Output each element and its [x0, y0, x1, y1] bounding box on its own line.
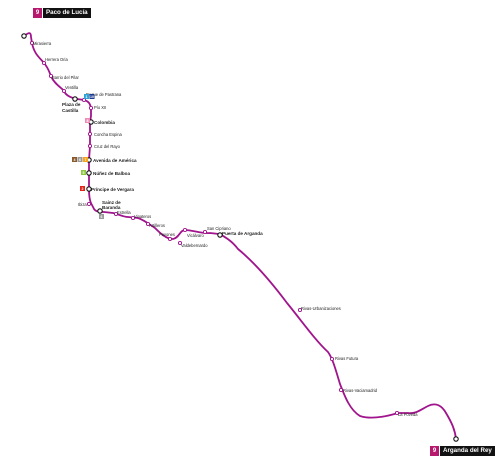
connection-badge-plaza-de-castilla-line-10: 10 [89, 94, 95, 99]
station-marker-valdebernardo[interactable] [177, 240, 183, 246]
line-9-badge: 9 [430, 445, 439, 456]
station-label-vicalvaro: Vicálvaro [187, 233, 204, 238]
station-label-sainz-de-baranda-2: Baranda [102, 205, 121, 210]
terminal-north-name: Paco de Lucía [43, 7, 91, 18]
station-label-pio-xii: Pío XII [94, 105, 106, 110]
connection-badge-nunez-de-balboa-line-5: 5 [81, 170, 86, 175]
svg-text:8: 8 [87, 119, 89, 123]
terminal-label-south[interactable]: 9 Arganda del Rey [430, 445, 495, 456]
station-marker-nunez-de-balboa[interactable] [86, 170, 92, 176]
svg-text:4: 4 [74, 158, 76, 162]
station-label-artilleros: Artilleros [149, 223, 165, 228]
svg-text:10: 10 [90, 95, 94, 99]
svg-text:6: 6 [101, 215, 103, 219]
station-marker-sainz-de-baranda[interactable] [97, 208, 103, 214]
station-label-avenida-de-america: Avenida de América [93, 158, 137, 163]
station-label-herrera-oria: Herrera Oria [45, 57, 68, 62]
station-label-rivas-vaciamadrid: Rivas-Vaciamadrid [343, 388, 378, 393]
station-label-plaza-de-castilla-2: Castilla [62, 108, 79, 113]
station-marker-principe-de-vergara[interactable] [86, 186, 92, 192]
station-marker-barrio-del-pilar[interactable] [48, 73, 54, 79]
station-marker-concha-espina[interactable] [87, 131, 93, 137]
connection-badge-principe-de-vergara-line-2: 2 [80, 186, 85, 191]
station-marker-pavones[interactable] [167, 236, 173, 242]
station-marker-herrera-oria[interactable] [41, 60, 47, 66]
station-label-estrella: Estrella [117, 210, 131, 215]
station-label-ventilla: Ventilla [65, 85, 79, 90]
station-marker-ventilla[interactable] [61, 88, 67, 94]
connection-badge-avenida-de-america-line-7: 7 [83, 157, 88, 162]
station-marker-ibiza[interactable] [86, 201, 92, 207]
station-label-pavones: Pavones [159, 232, 175, 237]
station-marker-vicalvaro[interactable] [182, 227, 188, 233]
connection-badge-colombia-line-8: 8 [85, 118, 90, 123]
station-label-cruz-del-rayo: Cruz del Rayo [94, 144, 121, 149]
connection-badge-plaza-de-castilla-line-1: 1 [84, 94, 89, 99]
station-label-plaza-de-castilla-1: Plaza de [62, 102, 81, 107]
station-label-ibiza: Ibiza [78, 202, 87, 207]
station-label-rivas-futura: Rivas Futura [335, 356, 359, 361]
station-marker-san-cipriano[interactable] [202, 229, 208, 235]
station-label-concha-espina: Concha Espina [94, 132, 122, 137]
station-marker-artilleros[interactable] [145, 221, 151, 227]
station-label-mirasierra: Mirasierra [33, 41, 52, 46]
station-label-puerta-de-arganda: Puerta de Arganda [222, 231, 263, 236]
station-label-colombia: Colombia [94, 120, 115, 125]
terminal-label-north[interactable]: 9 Paco de Lucía [33, 7, 91, 18]
terminal-south-name: Arganda del Rey [440, 445, 495, 456]
connection-badge-sainz-de-baranda-line-6: 6 [99, 214, 104, 219]
station-label-sainz-de-baranda-1: Sainz de [102, 200, 121, 205]
station-marker-estrella[interactable] [113, 211, 119, 217]
station-marker-vinateros[interactable] [130, 215, 136, 221]
svg-text:2: 2 [82, 187, 84, 191]
station-label-rivas-urbanizaciones: Rivas-Urbanizaciones [301, 306, 341, 311]
station-label-principe-de-vergara: Príncipe de Vergara [91, 187, 134, 192]
svg-text:5: 5 [83, 171, 85, 175]
station-marker-cruz-del-rayo[interactable] [87, 143, 93, 149]
connection-badge-avenida-de-america-line-4: 4 [72, 157, 77, 162]
connection-badge-avenida-de-america-line-6: 6 [77, 157, 83, 162]
station-marker-puerta-de-arganda[interactable] [217, 232, 223, 238]
station-marker-paco-de-lucia[interactable] [21, 33, 27, 39]
station-marker-la-poveda[interactable] [394, 410, 400, 416]
station-label-duque-de-pastrana: Duque de Pastrana [86, 92, 122, 97]
station-marker-rivas-urbanizaciones[interactable] [297, 307, 303, 313]
station-marker-plaza-de-castilla[interactable] [72, 96, 78, 102]
station-marker-rivas-futura[interactable] [329, 356, 335, 362]
station-marker-rivas-vaciamadrid[interactable] [338, 387, 344, 393]
station-label-la-poveda: La Poveda [398, 412, 418, 417]
station-label-valdebernardo: Valdebernardo [181, 243, 208, 248]
station-label-nunez-de-balboa: Núñez de Balboa [93, 171, 130, 176]
svg-text:1: 1 [86, 95, 88, 99]
station-marker-pio-xii[interactable] [88, 105, 94, 111]
svg-text:7: 7 [85, 158, 87, 162]
station-label-vinateros: Vinateros [134, 214, 151, 219]
line-9-badge: 9 [33, 7, 42, 18]
station-marker-arganda-del-rey[interactable] [453, 436, 459, 442]
station-label-barrio-del-pilar: Barrio del Pilar [52, 75, 79, 80]
station-marker-mirasierra[interactable] [29, 40, 35, 46]
svg-text:6: 6 [79, 158, 81, 162]
station-label-san-cipriano: San Cipriano [207, 226, 231, 231]
